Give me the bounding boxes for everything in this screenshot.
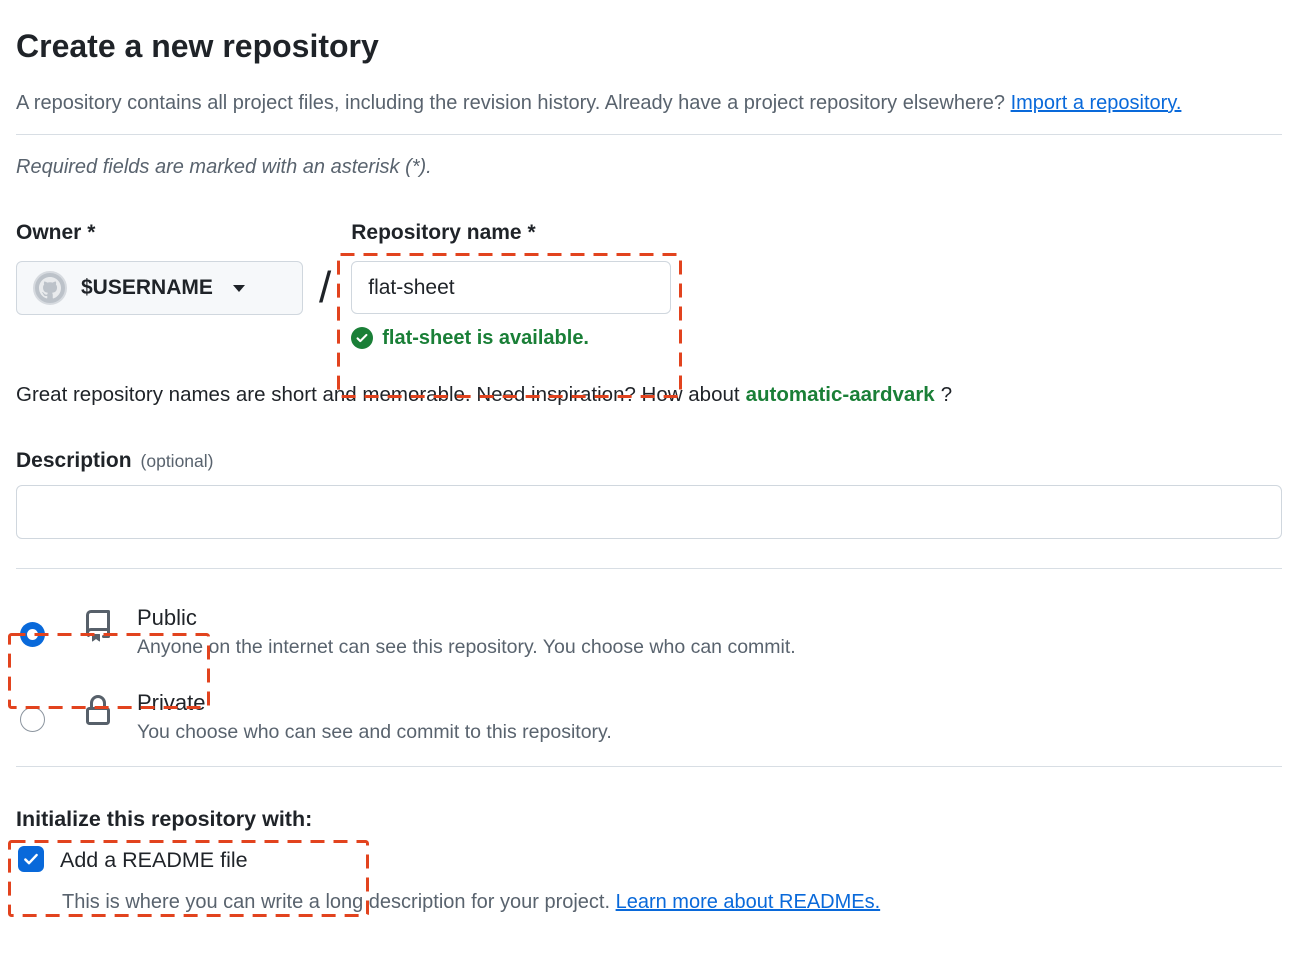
- page-title: Create a new repository: [16, 28, 379, 64]
- description-optional-hint: (optional): [140, 451, 214, 471]
- availability-text: flat-sheet is available.: [382, 327, 589, 349]
- public-radio[interactable]: [20, 622, 45, 647]
- description-input[interactable]: [16, 485, 1282, 539]
- intro-text: A repository contains all project files,…: [16, 92, 1006, 114]
- required-asterisk: *: [87, 221, 96, 244]
- owner-repo-separator: /: [319, 263, 332, 312]
- private-option-description: You choose who can see and commit to thi…: [137, 721, 612, 743]
- check-circle-icon: [351, 327, 374, 349]
- readme-checkbox-row: Add a README file: [16, 846, 1282, 874]
- suggested-name-link[interactable]: automatic-aardvark: [745, 383, 935, 406]
- divider: [16, 766, 1282, 767]
- visibility-option-private: Private You choose who can see and commi…: [16, 690, 1282, 744]
- initialize-heading: Initialize this repository with:: [16, 807, 313, 831]
- github-octocat-icon: [39, 277, 61, 299]
- learn-more-readmes-link[interactable]: Learn more about READMEs.: [615, 891, 881, 913]
- private-radio[interactable]: [20, 707, 45, 732]
- availability-message: flat-sheet is available.: [351, 326, 671, 350]
- readme-note: This is where you can write a long descr…: [62, 891, 881, 913]
- divider: [16, 568, 1282, 569]
- required-fields-note: Required fields are marked with an aster…: [16, 156, 432, 178]
- description-label-row: Description (optional): [16, 449, 1282, 473]
- owner-dropdown-button[interactable]: $USERNAME: [16, 261, 303, 315]
- divider: [16, 134, 1282, 135]
- readme-checkbox[interactable]: [18, 846, 44, 872]
- owner-selected-value: $USERNAME: [81, 276, 213, 299]
- chevron-down-icon: [232, 284, 245, 292]
- owner-repo-row: Owner * $USERNAME / Repository name *: [16, 221, 1282, 350]
- name-suggestion: Great repository names are short and mem…: [16, 383, 953, 406]
- private-option-text: Private You choose who can see and commi…: [137, 690, 612, 744]
- owner-field: Owner * $USERNAME: [16, 221, 303, 315]
- owner-label: Owner *: [16, 221, 96, 244]
- description-label: Description: [16, 449, 132, 472]
- import-repository-link[interactable]: Import a repository.: [1010, 92, 1182, 114]
- intro-paragraph: A repository contains all project files,…: [16, 84, 1206, 122]
- lock-icon: [86, 695, 110, 725]
- private-option-label[interactable]: Private: [137, 690, 206, 715]
- readme-checkbox-label[interactable]: Add a README file: [60, 848, 248, 872]
- repository-name-field: Repository name * flat-sheet is availabl…: [351, 221, 672, 350]
- public-option-label[interactable]: Public: [137, 605, 197, 630]
- public-option-description: Anyone on the internet can see this repo…: [137, 636, 796, 658]
- repo-book-icon: [86, 610, 110, 642]
- required-asterisk: *: [527, 221, 536, 244]
- repository-name-input[interactable]: [351, 261, 672, 314]
- owner-avatar: [33, 271, 67, 305]
- public-option-text: Public Anyone on the internet can see th…: [137, 605, 796, 659]
- repository-name-label: Repository name *: [351, 221, 536, 244]
- visibility-option-public: Public Anyone on the internet can see th…: [16, 605, 1282, 659]
- checkmark-icon: [24, 853, 38, 865]
